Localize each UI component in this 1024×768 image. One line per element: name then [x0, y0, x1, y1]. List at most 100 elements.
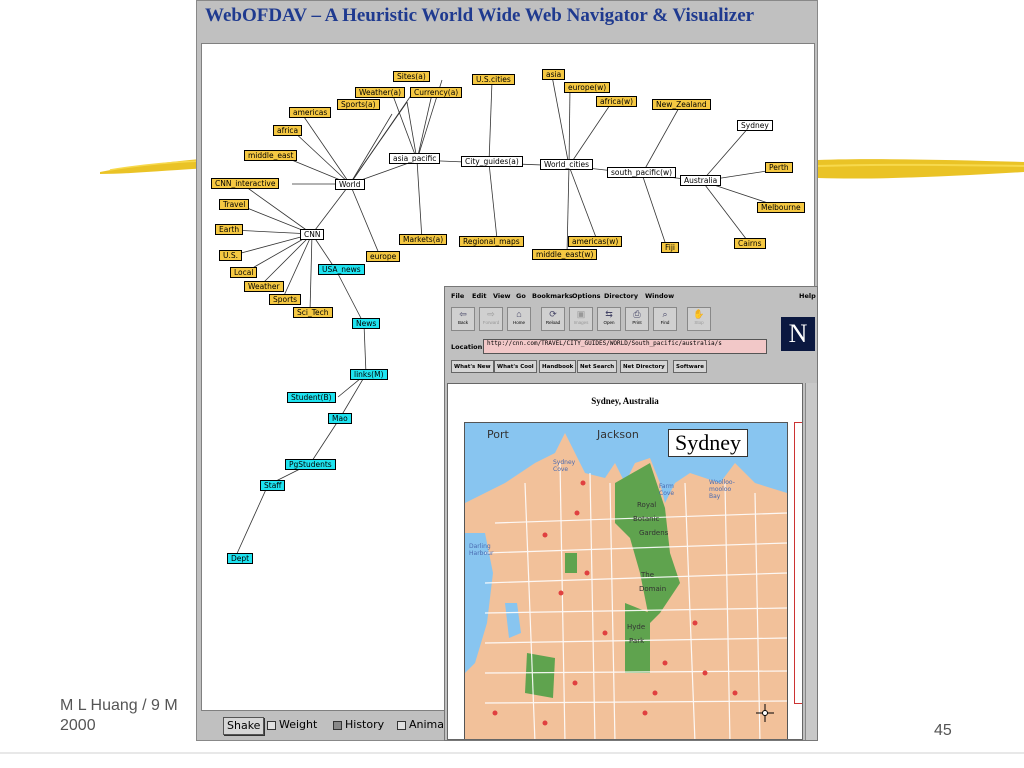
forward-arrow-icon: ⇨	[487, 309, 495, 319]
node-currency[interactable]: Currency(a)	[410, 87, 463, 98]
author-line: M L Huang / 9 M	[60, 697, 178, 714]
map-label-darling-harbour: Darling Harbour	[469, 543, 494, 557]
images-icon: ▣	[576, 309, 586, 319]
whats-new-button[interactable]: What's New	[451, 360, 494, 373]
node-sydney[interactable]: Sydney	[737, 120, 773, 131]
netscape-logo: N	[781, 317, 815, 351]
node-cnn[interactable]: CNN	[300, 229, 325, 240]
node-us-cities[interactable]: U.S.cities	[472, 74, 515, 85]
node-australia[interactable]: Australia	[680, 175, 722, 186]
node-africa-w[interactable]: africa(w)	[596, 96, 638, 107]
node-americas[interactable]: americas	[289, 107, 332, 118]
map-label-the: The	[641, 571, 655, 579]
node-perth[interactable]: Perth	[765, 162, 793, 173]
slide-number: 45	[934, 722, 952, 739]
node-earth[interactable]: Earth	[215, 224, 244, 235]
node-pgstudents[interactable]: PgStudents	[285, 459, 336, 470]
menu-edit[interactable]: Edit	[472, 292, 487, 300]
reload-button[interactable]: ⟳Reload	[541, 307, 565, 331]
node-asia[interactable]: asia	[542, 69, 566, 80]
map-graphic	[465, 433, 787, 739]
map-label-farm-cove: Farm Cove	[659, 483, 675, 497]
location-url-field[interactable]: http://cnn.com/TRAVEL/CITY_GUIDES/WORLD/…	[483, 339, 767, 354]
net-search-button[interactable]: Net Search	[577, 360, 618, 373]
images-button[interactable]: ▣Images	[569, 307, 593, 331]
node-weather-a[interactable]: Weather(a)	[355, 87, 406, 98]
node-sci-tech[interactable]: Sci_Tech	[293, 307, 333, 318]
compass-icon	[756, 704, 774, 722]
sydney-map[interactable]: Port Jackson Sydney Sydney Cove Farm Cov…	[464, 422, 788, 739]
node-cairns[interactable]: Cairns	[734, 238, 766, 249]
node-city-guides[interactable]: City_guides(a)	[461, 156, 523, 167]
browser-content[interactable]: Sydney, Australia	[447, 383, 803, 740]
node-markets[interactable]: Markets(a)	[399, 234, 448, 245]
node-weather[interactable]: Weather	[244, 281, 284, 292]
vertical-scrollbar[interactable]	[805, 383, 817, 740]
map-label-woolloomooloo: Woolloo-mooloo Bay	[709, 479, 735, 500]
node-dept[interactable]: Dept	[227, 553, 254, 564]
stop-button[interactable]: ✋Stop	[687, 307, 711, 331]
open-button[interactable]: ⇆Open	[597, 307, 621, 331]
node-world[interactable]: World	[335, 179, 365, 190]
node-world-cities[interactable]: World_cities	[540, 159, 593, 170]
map-label-jackson: Jackson	[597, 428, 639, 441]
node-news[interactable]: News	[352, 318, 381, 329]
node-sites[interactable]: Sites(a)	[393, 71, 430, 82]
print-button[interactable]: ⎙Print	[625, 307, 649, 331]
shake-button[interactable]: Shake	[223, 717, 265, 735]
menu-bookmarks[interactable]: Bookmarks	[532, 292, 573, 300]
menu-view[interactable]: View	[493, 292, 511, 300]
menu-go[interactable]: Go	[516, 292, 526, 300]
print-icon: ⎙	[633, 309, 641, 319]
node-americas-w[interactable]: americas(w)	[568, 236, 623, 247]
gold-streak-right	[818, 159, 1024, 179]
node-sports-a[interactable]: Sports(a)	[337, 99, 380, 110]
node-travel[interactable]: Travel	[219, 199, 250, 210]
node-local[interactable]: Local	[230, 267, 258, 278]
node-us[interactable]: U.S.	[219, 250, 243, 261]
map-label-botanic: Botanic	[633, 515, 660, 523]
node-cnn-interactive[interactable]: CNN_interactive	[211, 178, 280, 189]
menu-options[interactable]: Options	[572, 292, 601, 300]
menu-file[interactable]: File	[451, 292, 465, 300]
net-directory-button[interactable]: Net Directory	[620, 360, 668, 373]
node-usa-news[interactable]: USA_news	[318, 264, 365, 275]
node-regional-maps[interactable]: Regional_maps	[459, 236, 524, 247]
node-africa[interactable]: africa	[273, 125, 303, 136]
forward-button[interactable]: ⇨Forward	[479, 307, 503, 331]
node-student-b[interactable]: Student(B)	[287, 392, 336, 403]
weight-toggle[interactable]: Weight	[267, 717, 317, 733]
netscape-browser-window: File Edit View Go Bookmarks Options Dire…	[444, 286, 818, 741]
node-europe-w[interactable]: europe(w)	[564, 82, 611, 93]
node-south-pacific[interactable]: south_pacific(w)	[607, 167, 677, 178]
home-button[interactable]: ⌂Home	[507, 307, 531, 331]
bottom-divider	[0, 752, 1024, 754]
weight-checkbox[interactable]	[267, 720, 276, 730]
back-button[interactable]: ⇦Back	[451, 307, 475, 331]
node-fiji[interactable]: Fiji	[661, 242, 680, 253]
year-line: 2000	[60, 717, 96, 734]
map-label-royal: Royal	[637, 501, 657, 509]
node-mao[interactable]: Mao	[328, 413, 352, 424]
software-button[interactable]: Software	[673, 360, 707, 373]
menu-window[interactable]: Window	[645, 292, 675, 300]
node-middle-east[interactable]: middle_east	[244, 150, 298, 161]
node-asia-pacific[interactable]: asia_pacific	[389, 153, 441, 164]
app-title: WebOFDAV – A Heuristic World Wide Web Na…	[205, 5, 755, 26]
node-links-m[interactable]: links(M)	[350, 369, 388, 380]
history-checkbox[interactable]	[333, 720, 342, 730]
node-sports[interactable]: Sports	[269, 294, 302, 305]
node-middle-east-w[interactable]: middle_east(w)	[532, 249, 598, 260]
node-europe[interactable]: europe	[366, 251, 401, 262]
whats-cool-button[interactable]: What's Cool	[494, 360, 537, 373]
menu-directory[interactable]: Directory	[604, 292, 639, 300]
find-button[interactable]: ⌕Find	[653, 307, 677, 331]
handbook-button[interactable]: Handbook	[539, 360, 577, 373]
node-new-zealand[interactable]: New_Zealand	[652, 99, 711, 110]
node-melbourne[interactable]: Melbourne	[757, 202, 805, 213]
node-staff[interactable]: Staff	[260, 480, 286, 491]
animation-checkbox[interactable]	[397, 720, 406, 730]
menu-help[interactable]: Help	[799, 292, 816, 300]
map-label-domain: Domain	[639, 585, 667, 593]
history-toggle[interactable]: History	[333, 717, 384, 733]
